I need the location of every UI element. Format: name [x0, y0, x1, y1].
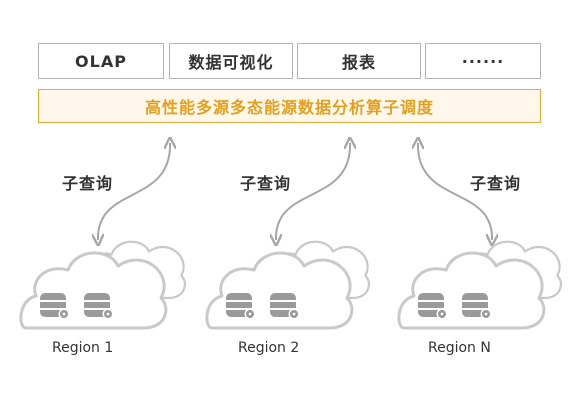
- arrow-region-1: [98, 143, 170, 240]
- database-icon: [417, 293, 448, 320]
- arrow-region-2: [276, 143, 350, 240]
- top-box-olap: OLAP: [38, 43, 164, 79]
- top-box-report: 报表: [297, 43, 421, 79]
- database-icon: [225, 293, 256, 320]
- region-label-1: Region 1: [52, 340, 114, 356]
- region-label-2: Region 2: [238, 340, 300, 356]
- database-icon: [39, 293, 70, 320]
- region-label-n: Region N: [428, 340, 491, 356]
- database-icon: [83, 293, 114, 320]
- operator-scheduling-engine: 高性能多源多态能源数据分析算子调度: [38, 89, 541, 123]
- database-icon: [461, 293, 492, 320]
- database-icon: [269, 293, 300, 320]
- arrow-region-n: [418, 143, 492, 240]
- top-box-more: ······: [425, 43, 541, 79]
- top-box-visualization: 数据可视化: [169, 43, 293, 79]
